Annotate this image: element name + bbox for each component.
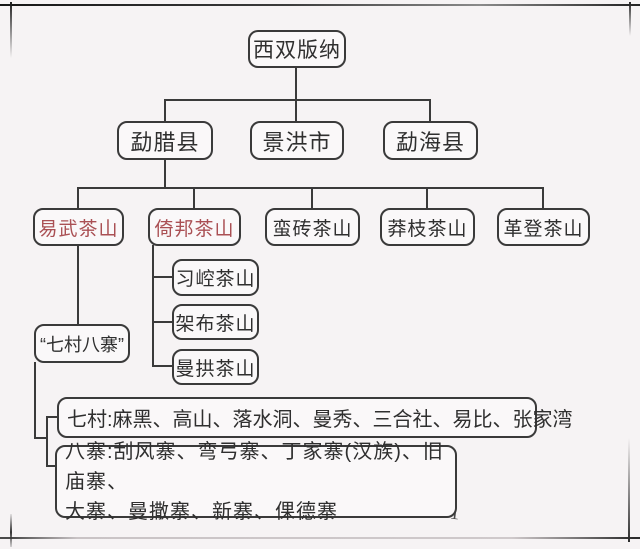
node-xikong-tea-mountain: 习崆茶山 <box>172 259 259 296</box>
connector-gedeng-drop <box>542 187 544 209</box>
connector-village-bracket <box>46 416 48 467</box>
connector-level3-rail <box>77 187 544 189</box>
connector-bazhai-stub <box>46 465 56 467</box>
connector-level2-rail <box>164 99 431 101</box>
top-right-border-tick <box>629 2 631 36</box>
node-mengla-county: 勐腊县 <box>117 121 213 160</box>
connector-mangzhi-drop <box>426 187 428 209</box>
connector-mengla-down <box>164 159 166 188</box>
node-manzhuan-tea-mountain: 蛮砖茶山 <box>265 208 360 246</box>
connector-qicunbazhai-down <box>34 362 36 439</box>
node-mangzhi-tea-mountain: 莽枝茶山 <box>380 208 475 246</box>
node-gedeng-tea-mountain: 革登茶山 <box>497 208 590 246</box>
connector-mengla-drop <box>164 99 166 122</box>
connector-root-down <box>295 67 297 101</box>
connector-yiwu-drop <box>77 187 79 209</box>
top-left-border-tick <box>10 2 12 58</box>
bottom-right-border-tick <box>628 438 630 542</box>
node-xishuangbanna: 西双版纳 <box>248 30 346 68</box>
connector-qicun-stub <box>46 416 58 418</box>
connector-yiwu-down <box>77 245 79 325</box>
connector-yibang-bracket <box>152 245 154 367</box>
node-menghai-county: 勐海县 <box>383 121 478 160</box>
connector-elbow <box>34 437 48 439</box>
node-jiabu-tea-mountain: 架布茶山 <box>172 304 259 340</box>
bottom-border-line <box>0 537 640 539</box>
node-eight-stockades-list: 八寨:刮风寨、弯弓寨、丁家寨(汉族)、旧庙寨、 大寨、曼撒寨、新寨、倮德寨 <box>55 441 457 523</box>
node-seven-villages-list: 七村:麻黑、高山、落水洞、曼秀、三合社、易比、张家湾 <box>57 397 573 438</box>
connector-manzhuan-drop <box>311 187 313 209</box>
connector-menghai-drop <box>429 99 431 122</box>
node-seven-villages-eight-stockades: “七村八寨” <box>34 324 130 363</box>
node-mangong-tea-mountain: 曼拱茶山 <box>172 349 259 385</box>
top-border-line <box>0 4 640 6</box>
connector-yibang-drop <box>193 187 195 209</box>
connector-xikong-stub <box>152 276 173 278</box>
node-yiwu-tea-mountain: 易武茶山 <box>33 208 124 246</box>
bottom-left-border-tick <box>10 514 12 547</box>
connector-jiabu-stub <box>152 321 173 323</box>
connector-mangong-stub <box>152 365 173 367</box>
node-jinghong-city: 景洪市 <box>250 121 344 160</box>
connector-jinghong-drop <box>295 99 297 122</box>
eight-stockades-line-1: 八寨:刮风寨、弯弓寨、丁家寨(汉族)、旧庙寨、 <box>65 440 444 493</box>
eight-stockades-line-2: 大寨、曼撒寨、新寨、倮德寨 <box>65 500 338 523</box>
node-yibang-tea-mountain: 倚邦茶山 <box>148 208 241 246</box>
